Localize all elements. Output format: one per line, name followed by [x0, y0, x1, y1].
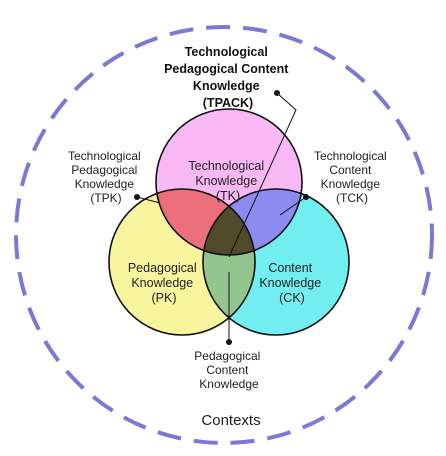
- tk-label: Technological Knowledge (TK): [188, 159, 267, 203]
- contexts-label: Contexts: [201, 412, 260, 429]
- ck-label: Content Knowledge (CK): [259, 261, 324, 305]
- tpack-region: [203, 189, 255, 255]
- pck-label: Pedagogical Content Knowledge: [194, 349, 263, 391]
- tpk-label: Technological Pedagogical Knowledge (TPK…: [68, 149, 144, 205]
- tck-label: Technological Content Knowledge (TCK): [314, 149, 390, 205]
- leader-lines: [136, 92, 307, 342]
- tpack-label: Technological Pedagogical Content Knowle…: [164, 45, 292, 110]
- circle-outlines: [108, 108, 350, 336]
- pk-label: Pedagogical Knowledge (PK): [128, 261, 200, 305]
- leader-dots: [134, 90, 309, 345]
- contexts-ring: [14, 25, 434, 445]
